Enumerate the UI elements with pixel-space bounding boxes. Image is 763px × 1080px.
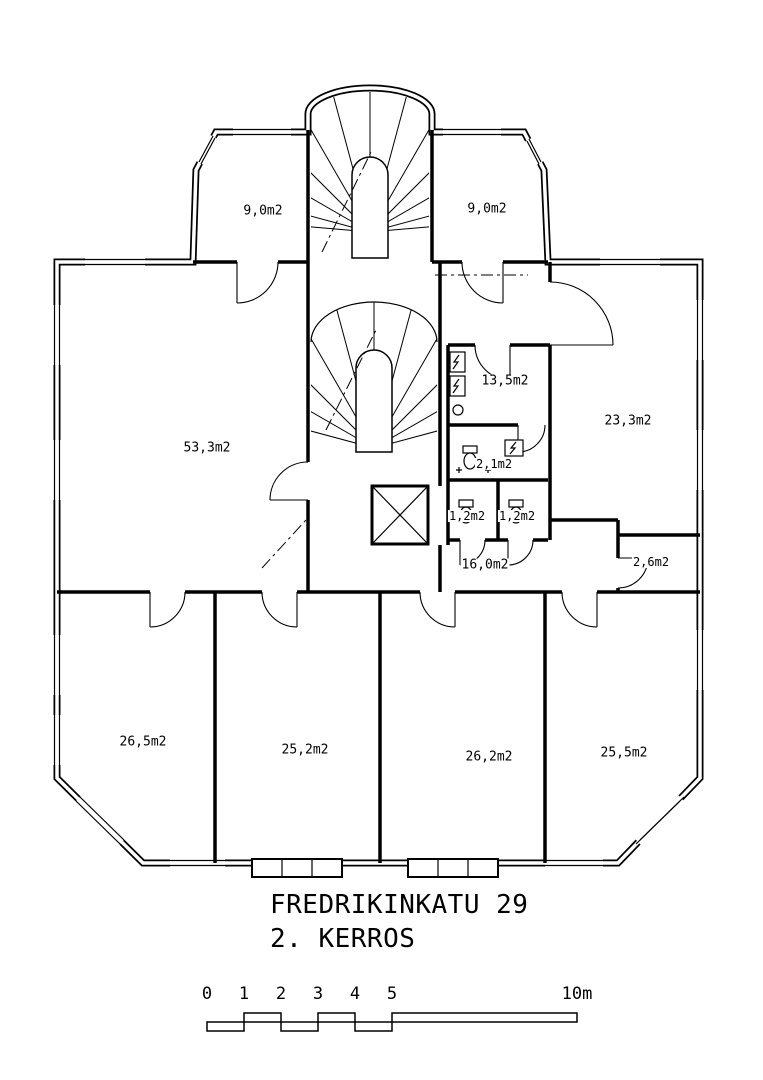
scale-tick-5: 5 (386, 984, 398, 1004)
scale-tick-3: 3 (312, 984, 324, 1004)
room-area-label-2-6: 2,6m2 (631, 555, 671, 569)
room-area-label-26-5: 26,5m2 (118, 734, 168, 750)
plan-title-floor: 2. KERROS (270, 924, 416, 954)
elevator (370, 484, 430, 546)
room-area-label-53-3: 53,3m2 (182, 440, 232, 456)
interior-walls (57, 130, 700, 863)
section-dash-lines (261, 149, 528, 569)
scale-bar-graphic (206, 1012, 578, 1032)
room-area-label-26-2: 26,2m2 (464, 749, 514, 765)
room-area-label-1-2-right: 1,2m2 (497, 509, 537, 523)
room-area-label-16-0: 16,0m2 (460, 557, 510, 573)
room-area-label-23-3: 23,3m2 (603, 413, 653, 429)
room-area-label-1-2-left: 1,2m2 (447, 509, 487, 523)
room-area-label-25-5: 25,5m2 (599, 745, 649, 761)
room-area-label-2-1: 2,1m2 (474, 457, 514, 471)
bay-windows (251, 858, 499, 878)
room-area-label-13-5: 13,5m2 (480, 373, 530, 389)
scale-tick-0: 0 (201, 984, 213, 1004)
stair-middle (310, 301, 438, 453)
scale-tick-4: 4 (349, 984, 361, 1004)
scale-end-label: 10m (561, 984, 593, 1004)
exterior-walls (53, 84, 704, 867)
stair-top (311, 92, 429, 259)
scale-tick-1: 1 (238, 984, 250, 1004)
door-arcs (149, 261, 649, 628)
window-marks (51, 126, 706, 869)
room-area-label-9-0-right: 9,0m2 (466, 201, 508, 217)
room-area-label-9-0-left: 9,0m2 (242, 203, 284, 219)
plan-title-address: FREDRIKINKATU 29 (270, 890, 529, 920)
room-area-label-25-2: 25,2m2 (280, 742, 330, 758)
scale-tick-2: 2 (275, 984, 287, 1004)
